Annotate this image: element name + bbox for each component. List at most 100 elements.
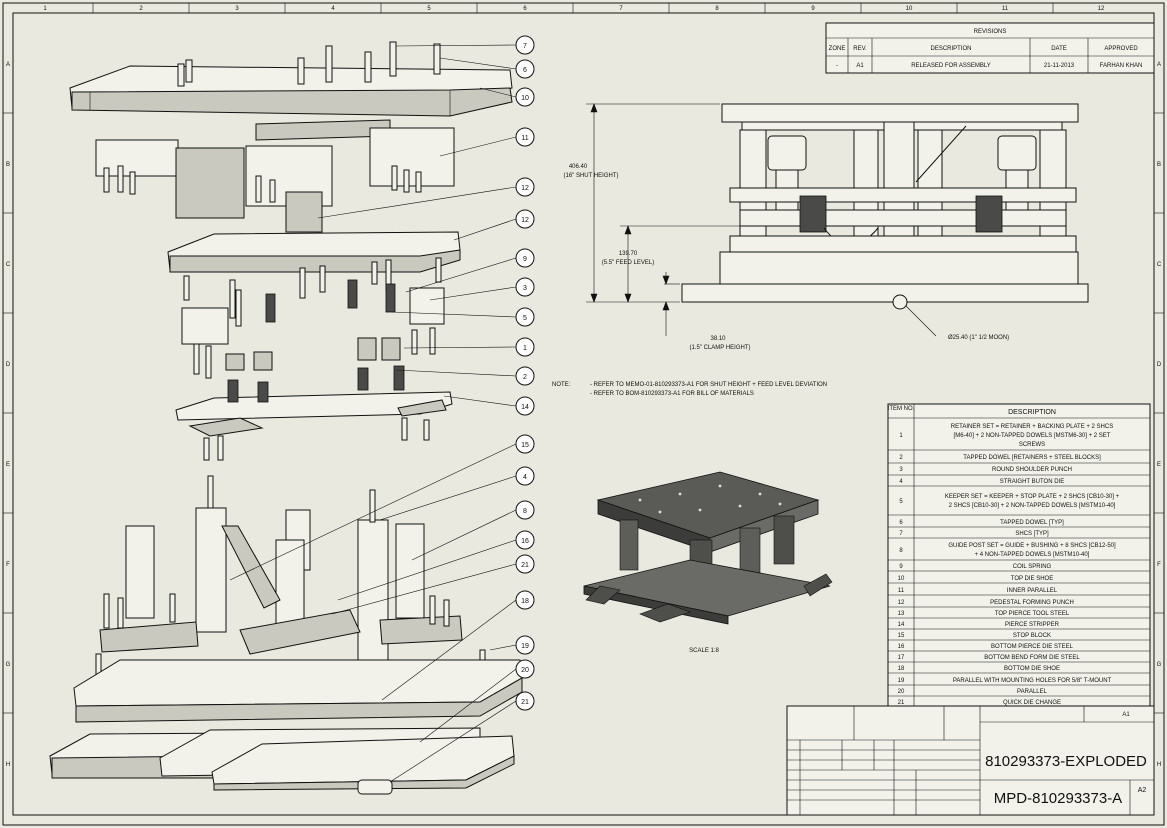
feed-level-value: 139.70 xyxy=(619,251,638,257)
rev-cell: - xyxy=(836,63,838,69)
clamp-height-value: 38.10 xyxy=(710,336,726,342)
bom-header-item-no: ITEM NO. xyxy=(888,406,915,412)
bom-item-no: 7 xyxy=(899,531,903,537)
bom-description: BOTTOM DIE SHOE xyxy=(1004,666,1060,672)
bom-item-no: 4 xyxy=(899,479,903,485)
bom-item-no: 9 xyxy=(899,564,903,570)
rev-header: DESCRIPTION xyxy=(930,46,971,52)
bom-description: TOP DIE SHOE xyxy=(1011,576,1053,582)
bom-description: SCREWS xyxy=(1019,442,1045,448)
item-balloon: 18 xyxy=(521,598,529,605)
zone-col: 9 xyxy=(811,6,815,12)
bom-description: COIL SPRING xyxy=(1013,564,1052,570)
zone-col: 2 xyxy=(139,6,143,12)
item-balloon: 20 xyxy=(521,667,529,674)
bom-item-no: 19 xyxy=(898,678,905,684)
zone-row: C xyxy=(1157,262,1162,268)
bom-item-no: 17 xyxy=(898,655,905,661)
item-balloon: 12 xyxy=(521,185,529,192)
bom-item-no: 21 xyxy=(898,700,905,706)
zone-col: 8 xyxy=(715,6,719,12)
zone-row: E xyxy=(1157,462,1161,468)
title-block: A1 810293373-EXPLODED MPD-810293373-A A2 xyxy=(786,705,1155,816)
item-balloon: 4 xyxy=(523,474,527,481)
note-line: - REFER TO BOM-810293373-A1 FOR BILL OF … xyxy=(590,391,754,397)
zone-row: B xyxy=(6,162,10,168)
item-balloon: 8 xyxy=(523,508,527,515)
bom-description: PEDESTAL FORMING PUNCH xyxy=(990,600,1074,606)
drawing-title: 810293373-EXPLODED xyxy=(985,753,1147,770)
bom-item-no: 1 xyxy=(899,433,903,439)
bom-description: TAPPED DOWEL [TYP] xyxy=(1000,520,1064,526)
bom-description: PIERCE STRIPPER xyxy=(1005,622,1060,628)
note-line: - REFER TO MEMO-01-810293373-A1 FOR SHUT… xyxy=(590,382,827,388)
item-balloon: 14 xyxy=(521,404,529,411)
item-balloon: 6 xyxy=(523,67,527,74)
item-balloons: 7 6 10 11 12 12 9 3 5 1 2 14 15 4 8 16 2… xyxy=(515,35,535,711)
item-balloon: 10 xyxy=(521,95,529,102)
item-balloon: 7 xyxy=(523,43,527,50)
zone-row: E xyxy=(6,462,10,468)
shut-height-value: 406.40 xyxy=(569,164,588,170)
item-balloon: 19 xyxy=(521,643,529,650)
bom-item-no: 5 xyxy=(899,499,903,505)
bom-description: + 4 NON-TAPPED DOWELS [MSTM10-40] xyxy=(975,552,1090,558)
zone-row: A xyxy=(6,62,10,68)
bom-item-no: 13 xyxy=(898,611,905,617)
bom-item-no: 16 xyxy=(898,644,905,650)
title-rev: A1 xyxy=(1122,712,1130,718)
bom-description: PARALLEL xyxy=(1017,689,1048,695)
dimension-lines xyxy=(586,103,937,337)
shut-height-label: (16" SHUT HEIGHT) xyxy=(563,173,618,179)
bom-description: PARALLEL WITH MOUNTING HOLES FOR 5/8" T-… xyxy=(953,678,1112,684)
front-view: 406.40 (16" SHUT HEIGHT) 139.70 (5.5" FE… xyxy=(563,103,1089,351)
bom-description: INNER PARALLEL xyxy=(1007,588,1058,594)
bom-description: 2 SHCS [CB10-30] + 2 NON-TAPPED DOWELS [… xyxy=(949,503,1116,509)
zone-row: D xyxy=(1157,362,1162,368)
bom-item-no: 12 xyxy=(898,600,905,606)
zone-row: G xyxy=(1157,662,1162,668)
note-label: NOTE: xyxy=(552,382,571,388)
zone-row: G xyxy=(6,662,11,668)
zone-col: 11 xyxy=(1002,6,1009,12)
bom-item-no: 2 xyxy=(899,455,903,461)
bom-item-no: 6 xyxy=(899,520,903,526)
leader-lines xyxy=(229,44,517,783)
bom-table: ITEM NO. DESCRIPTION 1 RETAINER SET = RE… xyxy=(887,403,1151,707)
item-balloon: 16 xyxy=(521,538,529,545)
bom-item-no: 18 xyxy=(898,666,905,672)
bom-description: GUIDE POST SET = GUIDE + BUSHING + 8 SHC… xyxy=(948,543,1116,549)
item-balloon: 5 xyxy=(523,315,527,322)
bom-description: BOTTOM BEND FORM DIE STEEL xyxy=(984,655,1080,661)
rev-cell: RELEASED FOR ASSEMBLY xyxy=(911,63,991,69)
feed-level-label: (5.5" FEED LEVEL) xyxy=(602,260,654,266)
rev-cell: 21-11-2013 xyxy=(1044,63,1075,69)
exploded-view: 7 6 10 11 12 12 9 3 5 1 2 14 15 4 8 16 2… xyxy=(49,35,535,795)
bom-item-no: 8 xyxy=(899,548,903,554)
bom-description: BOTTOM PIERCE DIE STEEL xyxy=(991,644,1074,650)
zone-row: H xyxy=(1157,762,1161,768)
sheet-size: A2 xyxy=(1138,787,1147,794)
bom-header-description: DESCRIPTION xyxy=(1008,409,1056,416)
zone-ticks xyxy=(3,3,1164,714)
isometric-view: SCALE 1:8 xyxy=(583,471,833,654)
zone-row: F xyxy=(6,562,10,568)
zone-col: 3 xyxy=(235,6,239,12)
notes: NOTE: - REFER TO MEMO-01-810293373-A1 FO… xyxy=(552,382,827,397)
zone-col: 12 xyxy=(1098,6,1105,12)
item-balloon: 2 xyxy=(523,374,527,381)
zone-row: C xyxy=(6,262,11,268)
item-balloon: 11 xyxy=(521,135,528,142)
bom-description: STOP BLOCK xyxy=(1013,633,1051,639)
zone-col: 4 xyxy=(331,6,335,12)
drawing-number: MPD-810293373-A xyxy=(994,790,1122,807)
iso-view-scale: SCALE 1:8 xyxy=(689,648,719,654)
bom-description: QUICK DIE CHANGE xyxy=(1003,700,1061,706)
zone-row: A xyxy=(1157,62,1161,68)
rev-cell: FARHAN KHAN xyxy=(1100,63,1143,69)
zone-row: F xyxy=(1157,562,1161,568)
zone-row: D xyxy=(6,362,11,368)
rev-header: ZONE xyxy=(829,46,846,52)
bom-item-no: 10 xyxy=(898,576,905,582)
